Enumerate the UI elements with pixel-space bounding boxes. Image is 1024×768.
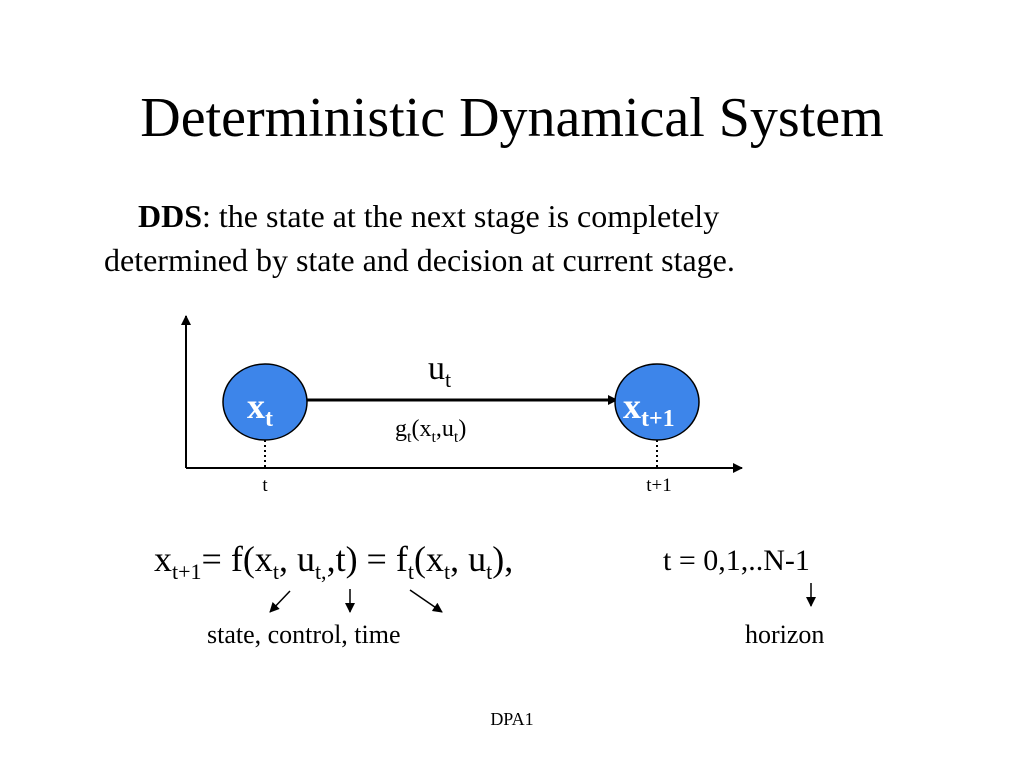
definition-line-1-rest: : the state at the next stage is complet… [202, 198, 720, 234]
state-node-xt1 [614, 363, 700, 441]
dynamics-equation: xt+1= f(xt, ut,,t) = ft(xt, ut), [154, 539, 514, 584]
definition-line-1: DDS: the state at the next stage is comp… [104, 194, 964, 238]
transition-function-label: gt(xt,ut) [395, 416, 466, 446]
node-label-xt: xt [247, 386, 273, 432]
argument-annotation: state, control, time [207, 620, 401, 649]
control-label-ut: ut [428, 350, 451, 392]
horizon-annotation: horizon [745, 620, 825, 649]
definition-line-2: determined by state and decision at curr… [104, 242, 735, 278]
horizon-range: t = 0,1,..N-1 [663, 544, 810, 577]
tick-label-t: t [262, 475, 268, 496]
tick-label-t1: t+1 [646, 475, 672, 496]
state-pointer-arrow [269, 590, 291, 613]
state-node-xt [222, 363, 308, 441]
node-label-xt1: xt+1 [623, 386, 675, 432]
slide-footer: DPA1 [490, 709, 534, 729]
definition-text: DDS: the state at the next stage is comp… [104, 194, 964, 282]
slide-title: Deterministic Dynamical System [140, 87, 884, 149]
time-pointer-arrow [409, 589, 443, 613]
definition-term: DDS [138, 198, 203, 234]
